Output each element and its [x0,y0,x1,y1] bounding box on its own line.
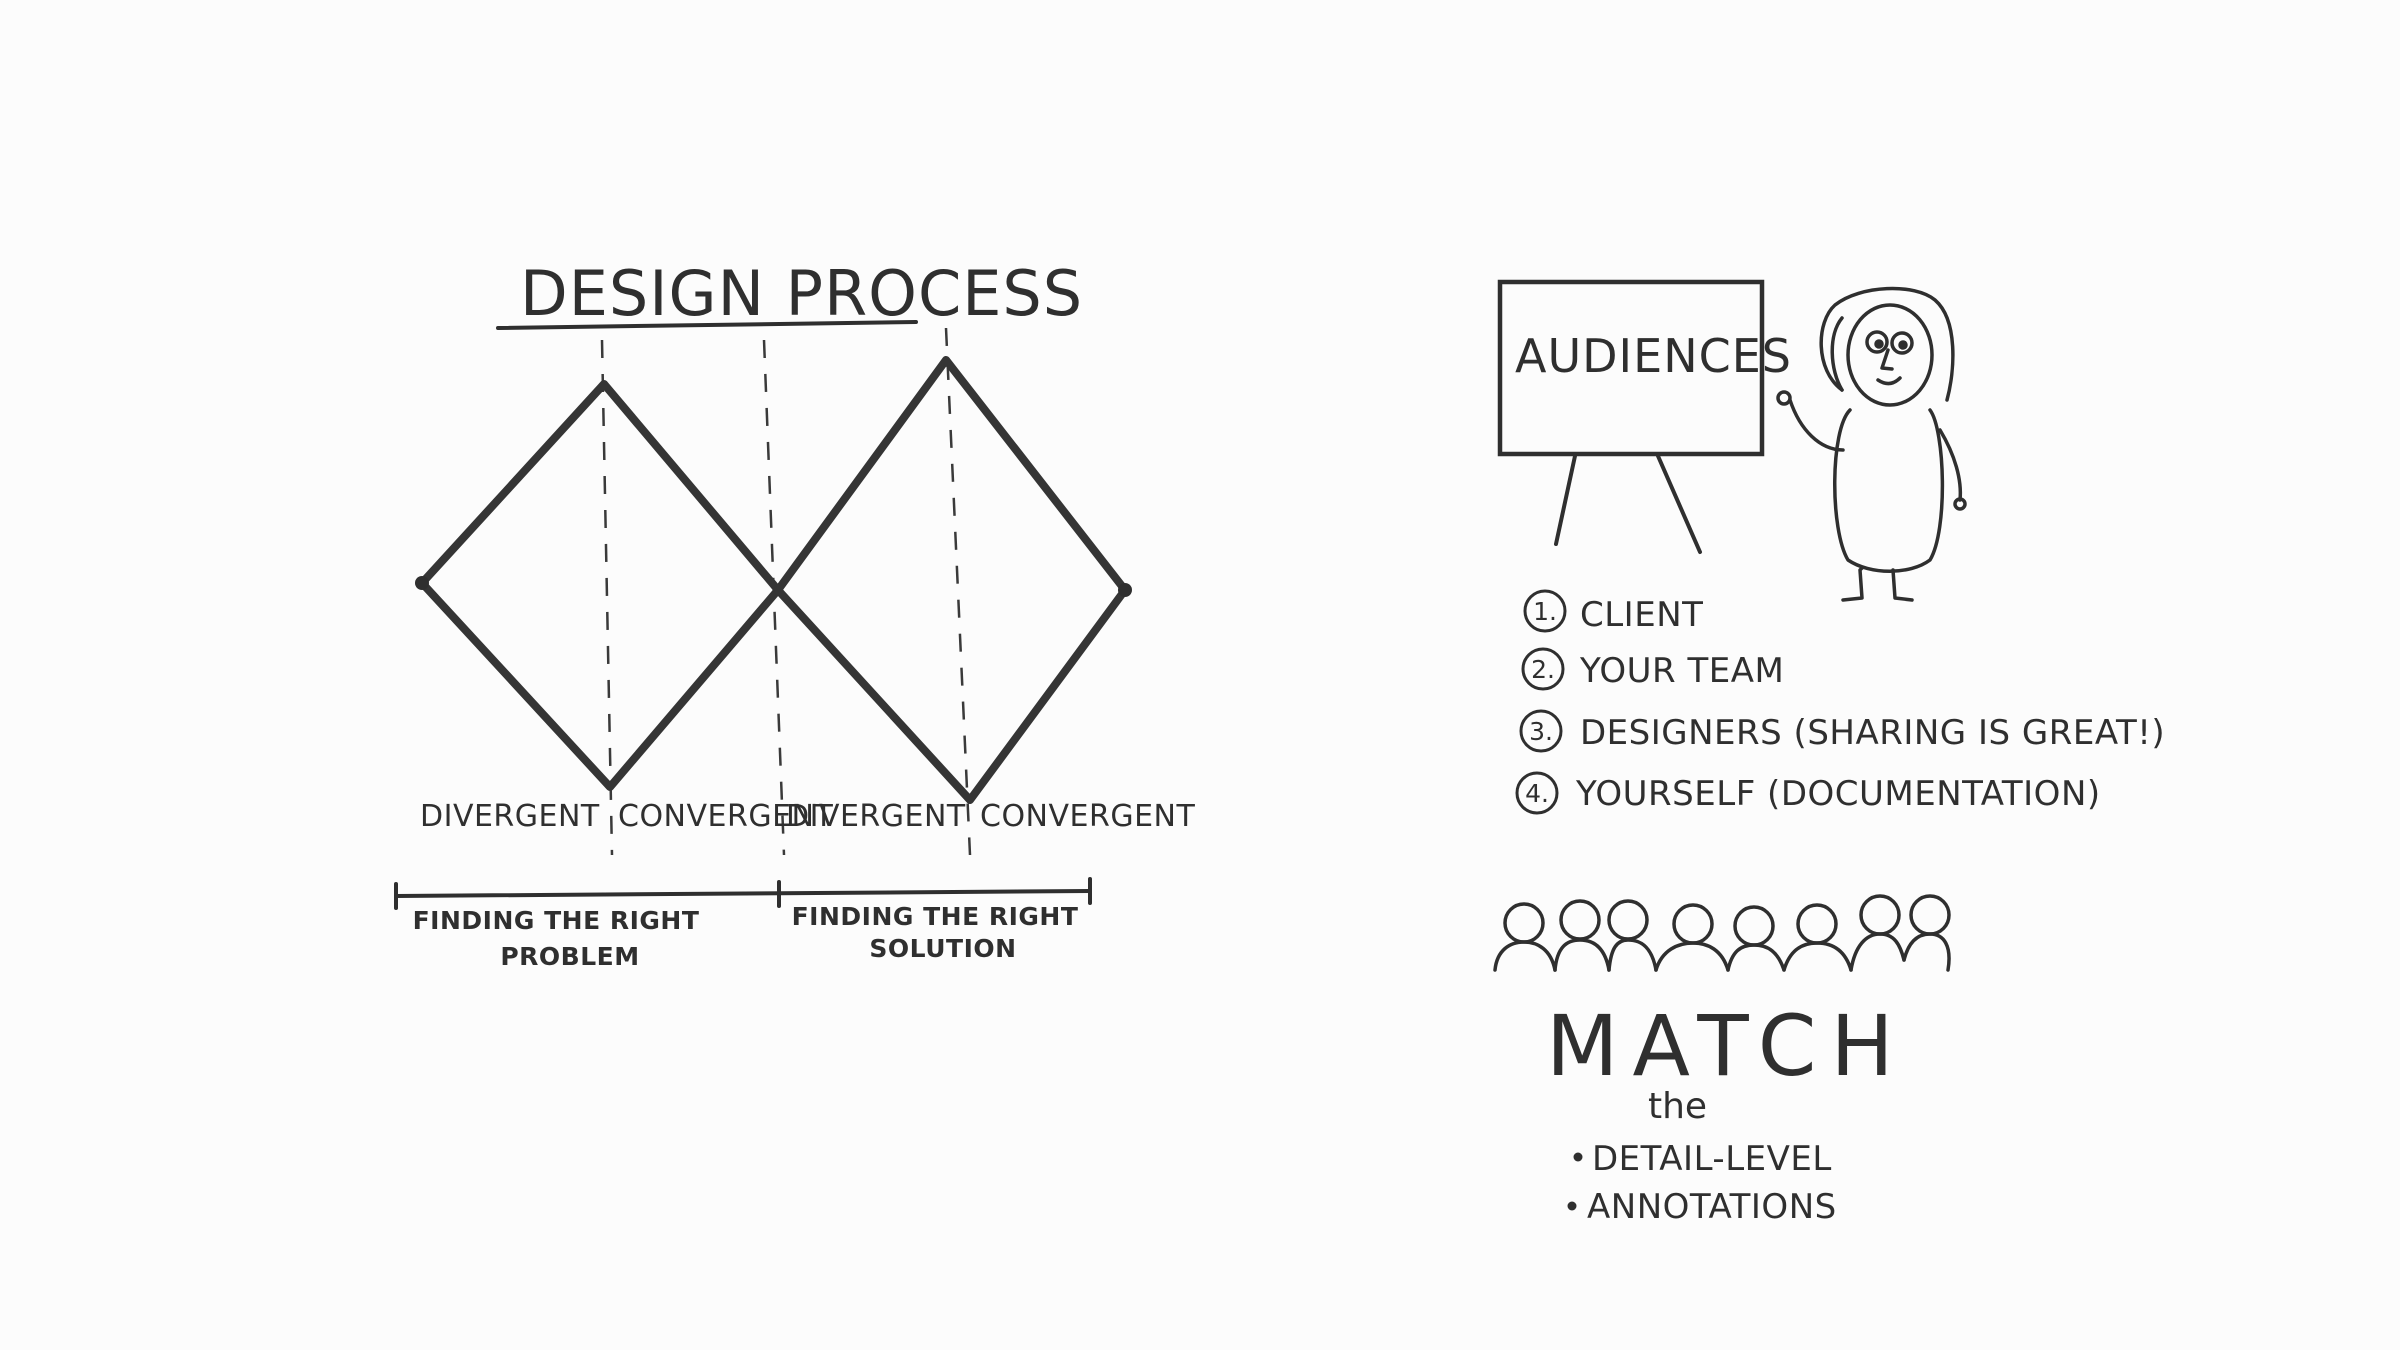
bullet-dot [1573,1152,1583,1162]
match-bullet-annotations: ANNOTATIONS [1587,1187,1837,1227]
bullet-dot [1567,1201,1577,1211]
number-label: 3. [1529,717,1553,746]
number-badge [1521,647,1565,691]
person-shoulders [1493,940,1557,972]
presenter-eye-left [1865,330,1889,354]
presenter-figure [1776,286,1967,602]
person-shoulders [1654,941,1730,972]
phase-problem-line1: FINDING THE RIGHT [413,906,700,935]
presenter-hand-left [1776,390,1792,406]
presenter-arm-right [1938,428,1963,502]
crowd-icon [1493,894,1951,972]
match-connector: the [1648,1086,1707,1127]
stage-label-convergent-1: CONVERGENT [618,799,833,834]
phase-timeline [394,877,1092,910]
timeline-line [394,889,1092,898]
presenter-eye-right [1890,331,1914,355]
phase-solution-line1: FINDING THE RIGHT [792,902,1079,931]
person-shoulders [1726,943,1786,972]
audience-item-client: 1. CLIENT [1523,589,1703,635]
audience-item-yourself: 4. YOURSELF (DOCUMENTATION) [1515,771,2101,815]
number-badge [1515,771,1559,815]
presenter-arm-left [1788,398,1845,452]
presenter-leg-left [1841,566,1864,602]
board-leg-right [1656,454,1702,554]
design-process-title: DESIGN PROCESS [520,257,1083,330]
audience-label: YOURSELF (DOCUMENTATION) [1575,774,2101,814]
person-head [1672,903,1714,945]
match-heading: MATCH [1546,997,1908,1095]
diamond-start-dot [415,576,429,590]
stage-label-divergent-1: DIVERGENT [420,799,600,834]
person-head [1859,894,1901,936]
match-bullet-detail-level: DETAIL-LEVEL [1592,1139,1832,1179]
presenter-head [1846,303,1934,407]
stage-label-divergent-2: DIVERGENT [786,799,966,834]
board-leg-left [1554,454,1577,546]
audience-list: 1. CLIENT 2. YOUR TEAM 3. DESIGNERS (SHA… [1515,589,2165,815]
board-title: AUDIENCES [1515,329,1792,383]
presenter-pupil-right [1898,340,1908,350]
person-head [1796,903,1838,945]
audience-label: DESIGNERS (SHARING IS GREAT!) [1580,713,2165,753]
person-shoulders [1553,938,1611,972]
number-label: 1. [1533,597,1557,626]
person-head [1607,899,1649,941]
audience-item-designers: 3. DESIGNERS (SHARING IS GREAT!) [1519,709,2165,753]
number-badge [1519,709,1563,753]
diamond-problem [418,380,782,791]
match-section: MATCH the DETAIL-LEVEL ANNOTATIONS [1546,997,1908,1227]
person-head [1909,894,1951,936]
presenter-hand-right [1953,497,1967,511]
presentation-board: AUDIENCES [1497,279,1792,554]
audience-item-your-team: 2. YOUR TEAM [1521,647,1784,691]
phase-solution-line2: SOLUTION [869,934,1016,963]
presenter-nose [1880,348,1894,371]
presenter-hair-strand [1830,316,1844,392]
stage-label-convergent-2: CONVERGENT [980,799,1195,834]
diamond-solution [774,356,1129,804]
presenter-body [1833,408,1945,573]
board-frame [1497,279,1765,457]
diamond-end-dot [1118,583,1132,597]
dashed-guides [600,327,972,856]
guide-line-2 [762,339,786,856]
person-shoulders [1782,941,1853,972]
audience-label: YOUR TEAM [1579,651,1784,691]
presenter-leg-right [1891,568,1914,602]
person-shoulders [1607,938,1658,972]
audiences-section: AUDIENCES 1. CLIENT [1493,279,2165,1227]
person-shoulders [1902,932,1951,972]
person-head [1503,902,1545,944]
person-shoulders [1849,932,1906,972]
presenter-mouth [1876,376,1902,386]
number-label: 2. [1531,655,1555,684]
person-head [1733,905,1775,947]
number-badge [1523,589,1567,633]
phase-problem-line2: PROBLEM [500,942,639,971]
presenter-pupil-left [1874,339,1884,349]
title-underline [496,320,918,330]
audience-label: CLIENT [1580,595,1703,635]
guide-line-1 [600,339,614,856]
person-head [1559,899,1601,941]
number-label: 4. [1525,779,1549,808]
presenter-hair [1819,286,1955,402]
design-process-diagram: DESIGN PROCESS DIVERGENT CONVERGENT DIVE… [394,257,1195,971]
